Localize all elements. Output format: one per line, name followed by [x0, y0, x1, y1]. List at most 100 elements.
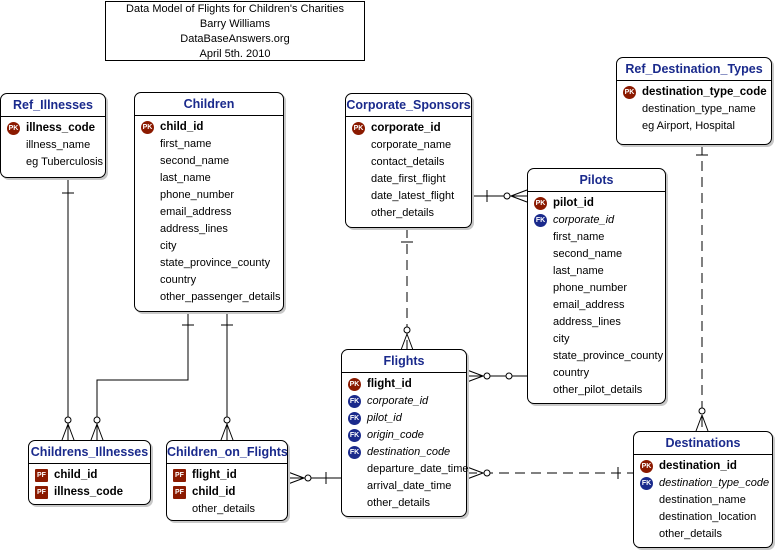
- attribute-name: other_details: [371, 207, 434, 219]
- attribute-name: child_id: [54, 469, 98, 481]
- primary-foreign-key-icon: PF: [35, 469, 48, 482]
- attribute-row: email_address: [528, 297, 665, 314]
- attribute-row: destination_name: [634, 492, 772, 509]
- entity-title: Ref_Illnesses: [1, 94, 105, 117]
- primary-key-icon: PK: [352, 122, 365, 135]
- header-title: Data Model of Flights for Children's Cha…: [126, 3, 344, 15]
- primary-key-icon: PK: [534, 197, 547, 210]
- attribute-row: date_latest_flight: [346, 188, 471, 205]
- attribute-name: flight_id: [367, 378, 412, 390]
- primary-key-icon: PK: [7, 122, 20, 135]
- attribute-row: first_name: [135, 136, 283, 153]
- attribute-name: address_lines: [160, 223, 228, 235]
- primary-foreign-key-icon: PF: [173, 486, 186, 499]
- attribute-row: corporate_name: [346, 137, 471, 154]
- attribute-row: phone_number: [528, 280, 665, 297]
- header-site: DataBaseAnswers.org: [180, 33, 290, 45]
- attribute-name: destination_id: [659, 460, 737, 472]
- attribute-name: email_address: [553, 299, 625, 311]
- attribute-row: destination_type_name: [617, 101, 771, 118]
- rel-pilot-flight-circle-a: [483, 372, 491, 380]
- attribute-name: illness_code: [54, 486, 124, 498]
- attribute-row: other_details: [634, 526, 772, 543]
- primary-key-icon: PK: [640, 460, 653, 473]
- attribute-row: city: [135, 238, 283, 255]
- attribute-name: child_id: [192, 486, 236, 498]
- attribute-row: state_province_county: [528, 348, 665, 365]
- entity-title: Destinations: [634, 432, 772, 455]
- attribute-row: address_lines: [528, 314, 665, 331]
- attribute-name: destination_location: [659, 511, 757, 523]
- attribute-row: second_name: [528, 246, 665, 263]
- attribute-name: first_name: [553, 231, 605, 243]
- rel-flight-cof-circle: [304, 474, 312, 482]
- attribute-row: PK pilot_id: [528, 195, 665, 212]
- attribute-row: other_details: [346, 205, 471, 222]
- attribute-row: eg Airport, Hospital: [617, 118, 771, 135]
- attribute-name: country: [160, 274, 197, 286]
- attribute-name: destination_type_code: [642, 86, 767, 98]
- attribute-name: illness_name: [26, 139, 91, 151]
- entity-title: Ref_Destination_Types: [617, 58, 771, 81]
- foreign-key-icon: FK: [348, 446, 361, 459]
- attribute-row: PF child_id: [167, 484, 287, 501]
- attribute-name: corporate_id: [367, 395, 429, 407]
- attribute-name: pilot_id: [553, 197, 594, 209]
- attribute-name: second_name: [553, 248, 623, 260]
- attribute-row: other_pilot_details: [528, 382, 665, 399]
- foreign-key-icon: FK: [534, 214, 547, 227]
- attribute-row: eg Tuberculosis: [1, 154, 105, 171]
- attribute-name: contact_details: [371, 156, 445, 168]
- attribute-name: arrival_date_time: [367, 480, 452, 492]
- rel-pilot-flight-circle-b: [505, 372, 513, 380]
- attribute-row: country: [135, 272, 283, 289]
- foreign-key-icon: FK: [640, 477, 653, 490]
- attribute-name: last_name: [160, 172, 211, 184]
- attribute-name: eg Tuberculosis: [26, 156, 104, 168]
- attribute-row: other_passenger_details: [135, 289, 283, 306]
- attribute-name: other_details: [367, 497, 430, 509]
- rel-desttype-dest-circle: [698, 407, 706, 415]
- attribute-row: destination_location: [634, 509, 772, 526]
- attribute-name: destination_type_name: [642, 103, 756, 115]
- attribute-name: date_first_flight: [371, 173, 446, 185]
- attribute-name: pilot_id: [367, 412, 402, 424]
- attribute-name: first_name: [160, 138, 212, 150]
- attribute-name: destination_name: [659, 494, 746, 506]
- attribute-row: arrival_date_time: [342, 478, 466, 495]
- attribute-row: PF illness_code: [29, 484, 150, 501]
- attribute-name: date_latest_flight: [371, 190, 455, 202]
- attribute-row: illness_name: [1, 137, 105, 154]
- attribute-row: contact_details: [346, 154, 471, 171]
- attribute-name: address_lines: [553, 316, 621, 328]
- foreign-key-icon: FK: [348, 429, 361, 442]
- attribute-name: state_province_county: [553, 350, 664, 362]
- primary-foreign-key-icon: PF: [35, 486, 48, 499]
- attribute-name: country: [553, 367, 590, 379]
- attribute-name: illness_code: [26, 122, 96, 134]
- attribute-row: last_name: [135, 170, 283, 187]
- primary-key-icon: PK: [141, 121, 154, 134]
- attribute-name: other_pilot_details: [553, 384, 643, 396]
- attribute-name: other_passenger_details: [160, 291, 281, 303]
